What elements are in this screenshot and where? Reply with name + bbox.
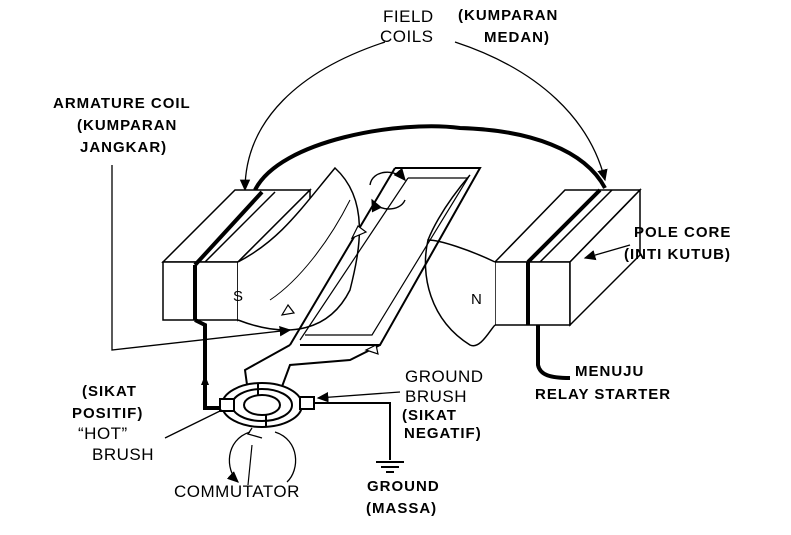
ground-brush-label-2: BRUSH (405, 387, 468, 406)
sikat-positif-label-1: (SIKAT (82, 383, 137, 400)
sikat-negatif-label-1: (SIKAT (402, 407, 457, 424)
field-coil-leader-left (239, 41, 386, 192)
pole-core-label-2: (INTI KUTUB) (624, 246, 731, 263)
pole-core-leader (583, 244, 631, 261)
commutator-label: COMMUTATOR (174, 482, 300, 501)
commutator-rotation-right (274, 431, 297, 483)
hot-brush-leader (164, 409, 223, 439)
armature-coil-label-2: (KUMPARAN (77, 117, 178, 134)
relay-starter-label: RELAY STARTER (535, 386, 672, 403)
menuju-label: MENUJU (575, 363, 645, 380)
ground-lead (314, 402, 391, 460)
field-coil-leader-right (454, 41, 608, 182)
pole-shoe-n-top (427, 174, 471, 241)
ground-brush-leader (316, 391, 401, 403)
kumparan-medan-label-1: (KUMPARAN (458, 7, 559, 24)
sikat-positif-label-2: POSITIF) (72, 405, 144, 422)
field-coils-label-2: COILS (380, 27, 434, 46)
pole-shoe-s-inner (269, 199, 351, 301)
pole-core-label-1: POLE CORE (634, 224, 732, 241)
armature-coil-label-3: JANGKAR) (80, 139, 168, 156)
pole-core-right (493, 188, 642, 327)
commutator-rotation-left (226, 431, 251, 483)
pole-shoe-n (424, 239, 496, 347)
rotation-arrow-top (369, 167, 406, 213)
ground-symbol (376, 461, 404, 473)
pole-shoe-s (237, 166, 361, 331)
armature-leader (111, 165, 292, 351)
hot-brush-lead (194, 318, 225, 410)
armature-loop (243, 167, 482, 393)
hot-brush-label-1: “HOT” (78, 424, 128, 443)
kumparan-medan-label-2: MEDAN) (484, 29, 550, 46)
sikat-negatif-label-2: NEGATIF) (404, 425, 482, 442)
field-coil-wire (253, 124, 607, 191)
armature-coil-label-1: ARMATURE COIL (53, 95, 191, 112)
commutator (219, 382, 315, 428)
ground-massa-label-2: (MASSA) (366, 500, 438, 517)
pole-s-label: S (233, 288, 244, 305)
hot-brush-label-2: BRUSH (92, 445, 155, 464)
ground-massa-label-1: GROUND (367, 478, 440, 495)
ground-brush-label-1: GROUND (405, 367, 484, 386)
relay-lead (536, 325, 571, 380)
pole-n-label: N (471, 291, 482, 308)
field-coils-label-1: FIELD (383, 7, 434, 26)
commutator-leader (247, 444, 253, 486)
